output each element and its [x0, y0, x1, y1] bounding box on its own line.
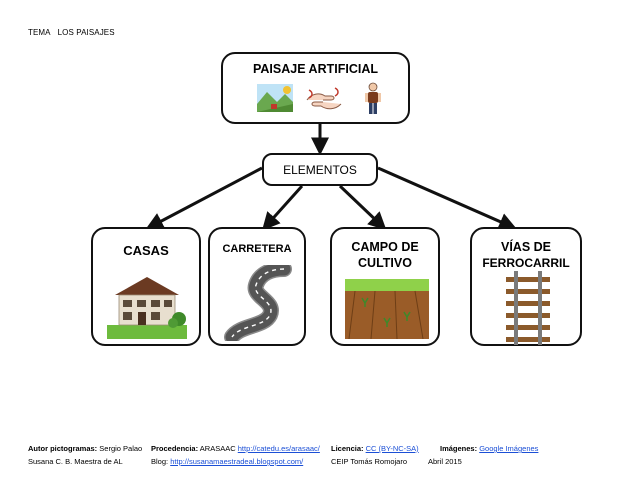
root-node: PAISAJE ARTIFICIAL [221, 52, 410, 124]
arrow-to-casas [145, 166, 263, 230]
field-icon [345, 279, 429, 339]
child-node-carretera: CARRETERA [208, 227, 306, 346]
footer-licencia: Licencia: CC (BY-NC-SA) [331, 444, 419, 453]
child-node-campo: CAMPO DE CULTIVO [330, 227, 440, 346]
author2-value: Susana C. B. Maestra de AL [28, 457, 123, 466]
imagenes-link[interactable]: Google Imágenes [479, 444, 539, 453]
child-label: CARRETERA [222, 243, 292, 255]
school-value: CEIP Tomás Romojaro [331, 457, 408, 466]
road-icon [224, 265, 292, 341]
elementos-label: ELEMENTOS [283, 163, 357, 177]
autor-value: Sergio Palao [99, 444, 143, 453]
header-tema: TEMA [28, 28, 51, 37]
child-node-casas: CASAS [91, 227, 201, 346]
footer-author2: Susana C. B. Maestra de AL [28, 457, 123, 466]
footer-imagenes: Imágenes: Google Imágenes [440, 444, 538, 453]
arrow-to-carretera [261, 184, 304, 231]
imagenes-label: Imágenes: [440, 444, 478, 453]
footer-school: CEIP Tomás Romojaro [331, 457, 407, 466]
footer-date: Abril 2015 [428, 457, 462, 466]
footer-procedencia: Procedencia: ARASAAC http://catedu.es/ar… [151, 444, 320, 453]
blog-label: Blog: [151, 457, 169, 466]
blog-link[interactable]: http://susanamaestradeal.blogspot.com/ [170, 457, 304, 466]
page-header: TEMA LOS PAISAJES [28, 28, 115, 37]
child-label: CASAS [123, 243, 169, 258]
hands-icon [306, 87, 342, 110]
child-label-line2: FERROCARRIL [482, 256, 570, 270]
child-node-vias: VÍAS DE FERROCARRIL [470, 227, 582, 346]
date-value: Abril 2015 [428, 457, 462, 466]
autor-label: Autor pictogramas: [28, 444, 98, 453]
elementos-node: ELEMENTOS [262, 153, 378, 186]
child-label: VÍAS DE [500, 240, 551, 254]
procedencia-value: ARASAAC [199, 444, 236, 453]
arrow-to-vias [377, 166, 517, 231]
footer-blog: Blog: http://susanamaestradeal.blogspot.… [151, 457, 303, 466]
railway-icon [506, 271, 550, 345]
procedencia-label: Procedencia: [151, 444, 199, 453]
arrow-to-campo [338, 184, 387, 231]
child-label-line2: CULTIVO [358, 256, 412, 270]
licencia-link[interactable]: CC (BY-NC-SA) [365, 444, 419, 453]
person-icon [365, 82, 381, 114]
footer-autor: Autor pictogramas: Sergio Palao [28, 444, 142, 453]
root-label: PAISAJE ARTIFICIAL [252, 62, 378, 76]
landscape-icon [257, 84, 293, 112]
licencia-label: Licencia: [331, 444, 364, 453]
child-label: CAMPO DE [351, 240, 419, 254]
header-topic: LOS PAISAJES [57, 28, 115, 37]
procedencia-link[interactable]: http://catedu.es/arasaac/ [237, 444, 320, 453]
house-icon [107, 277, 187, 339]
